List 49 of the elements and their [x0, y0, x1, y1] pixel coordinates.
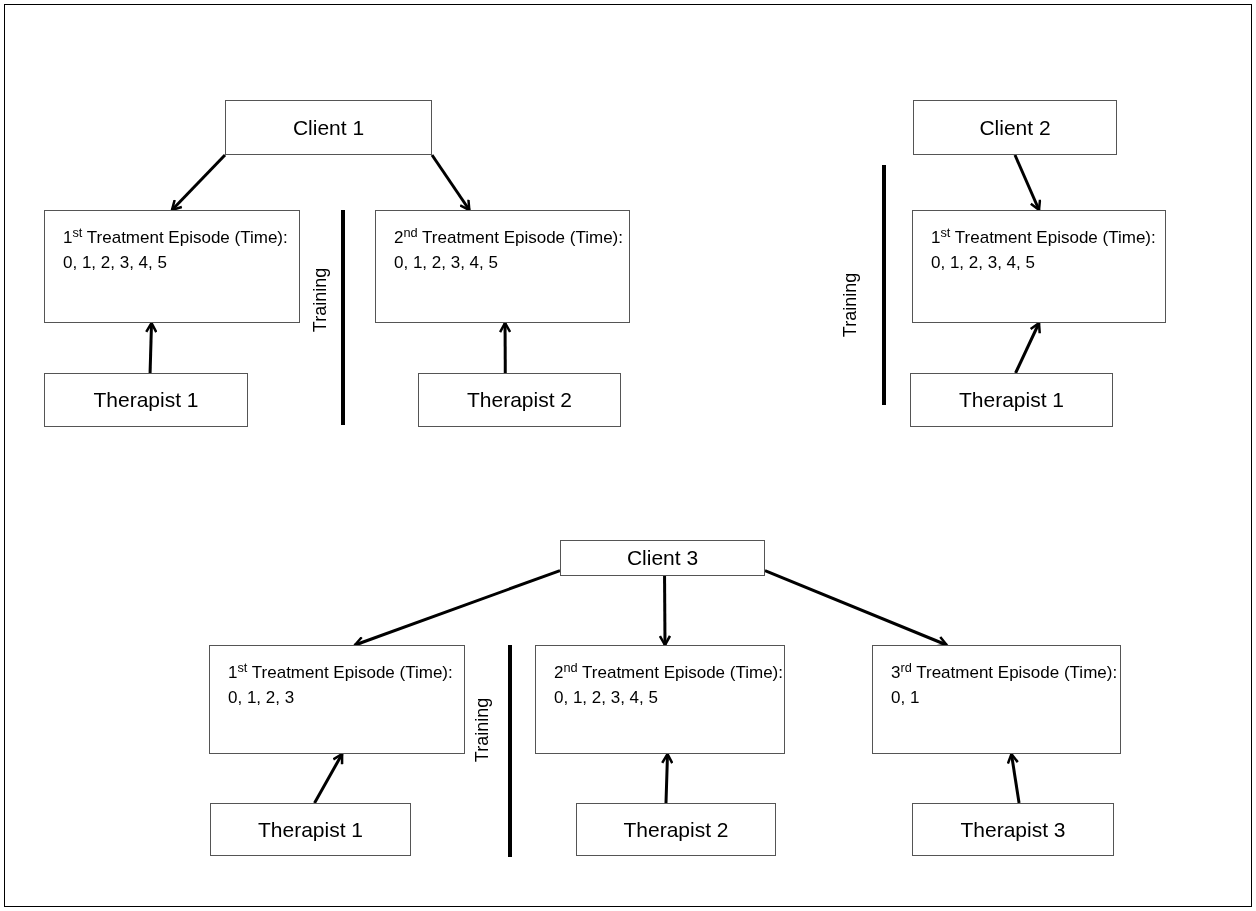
node-label: Client 1 [292, 114, 365, 141]
episode-title: 2$^{nd}$ Treatment Episode (Time): [554, 660, 784, 684]
time-points: 0, 1, 2, 3, 4, 5 [931, 252, 1036, 274]
episode-box [912, 210, 1166, 323]
person-box [44, 373, 248, 427]
node-label: Client 2 [979, 114, 1051, 141]
episode-title: 1$^{st}$ Treatment Episode (Time): [63, 225, 289, 249]
node-label: Therapist 2 [466, 387, 573, 414]
person-box [576, 803, 776, 856]
episode-title: 2$^{nd}$ Treatment Episode (Time): [394, 225, 624, 249]
time-points: 0, 1, 2, 3, 4, 5 [554, 687, 659, 709]
person-box [560, 540, 765, 576]
person-box [913, 100, 1117, 155]
time-points: 0, 1 [891, 687, 921, 709]
person-box [910, 373, 1113, 427]
node-label: Client 3 [626, 545, 699, 572]
arrow [1013, 154, 1042, 212]
arrow [498, 321, 512, 373]
node-label: Therapist 1 [93, 387, 199, 414]
episode-box [209, 645, 465, 754]
arrow [1014, 321, 1041, 374]
time-points: 0, 1, 2, 3, 4, 5 [394, 252, 499, 274]
time-points: 0, 1, 2, 3, 4, 5 [63, 252, 168, 274]
episode-box [375, 210, 630, 323]
episode-box [535, 645, 785, 754]
time-points: 0, 1, 2, 3 [228, 687, 296, 709]
training-label: Training [838, 272, 861, 338]
person-box [418, 373, 621, 427]
training-label: Training [308, 267, 331, 333]
episode-title: 3$^{rd}$ Treatment Episode (Time): [891, 660, 1119, 684]
node-label: Therapist 1 [257, 816, 364, 843]
episode-box [44, 210, 300, 323]
arrow [430, 154, 471, 212]
node-label: Therapist 3 [960, 816, 1066, 843]
arrow [170, 153, 227, 212]
arrow [658, 576, 672, 647]
training-label: Training [470, 697, 493, 763]
arrow [661, 752, 674, 804]
arrow [313, 752, 344, 804]
person-box [912, 803, 1114, 856]
arrow [1006, 752, 1021, 804]
episode-title: 1$^{st}$ Treatment Episode (Time): [228, 660, 454, 684]
episode-title: 1$^{st}$ Treatment Episode (Time): [931, 225, 1157, 249]
person-box [210, 803, 411, 856]
node-label: Therapist 2 [623, 816, 729, 843]
episode-box [872, 645, 1121, 754]
node-label: Therapist 1 [958, 387, 1065, 414]
person-box [225, 100, 432, 155]
arrow [145, 321, 158, 374]
